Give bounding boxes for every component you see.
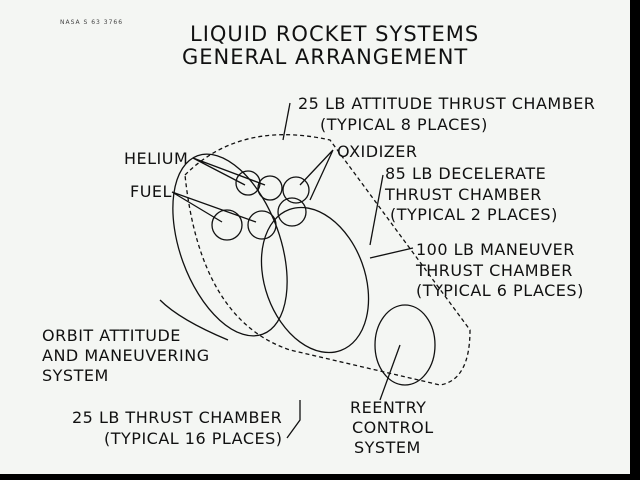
label-helium: HELIUM	[124, 149, 189, 168]
label-maneuver-1: 100 LB MANEUVER	[416, 240, 575, 259]
nasa-id-code: NASA S 63 3766	[60, 19, 124, 26]
label-thrust16-2: (TYPICAL 16 PLACES)	[104, 429, 283, 448]
label-rcs-1: REENTRY	[350, 398, 427, 417]
slide: NASA S 63 3766 LIQUID ROCKET SYSTEMS GEN…	[0, 0, 630, 474]
label-oams-1: ORBIT ATTITUDE	[42, 326, 181, 345]
title-line-1: LIQUID ROCKET SYSTEMS	[190, 22, 480, 46]
label-decelerate-2: THRUST CHAMBER	[385, 185, 542, 204]
label-maneuver-2: THRUST CHAMBER	[416, 261, 573, 280]
label-rcs-2: CONTROL	[352, 418, 434, 437]
label-oams-2: AND MANEUVERING	[42, 346, 210, 365]
label-decelerate-3: (TYPICAL 2 PLACES)	[390, 205, 558, 224]
label-oxidizer: OXIDIZER	[337, 142, 418, 161]
label-thrust16-1: 25 LB THRUST CHAMBER	[72, 408, 283, 427]
label-decelerate-1: 85 LB DECELERATE	[385, 164, 547, 183]
label-maneuver-3: (TYPICAL 6 PLACES)	[416, 281, 584, 300]
label-attitude-thrust-1: 25 LB ATTITUDE THRUST CHAMBER	[298, 94, 596, 113]
title-line-2: GENERAL ARRANGEMENT	[182, 45, 469, 69]
label-attitude-thrust-2: (TYPICAL 8 PLACES)	[320, 115, 488, 134]
label-rcs-3: SYSTEM	[354, 438, 421, 457]
label-fuel: FUEL	[130, 182, 172, 201]
spacecraft-diagram	[159, 102, 471, 439]
label-oams-3: SYSTEM	[42, 366, 109, 385]
